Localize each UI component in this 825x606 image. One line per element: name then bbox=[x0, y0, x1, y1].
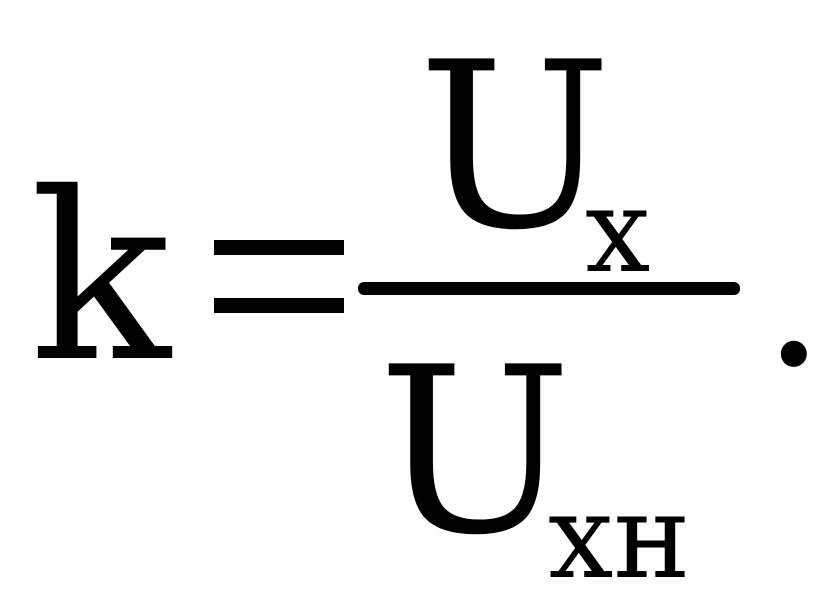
numerator-base: U bbox=[418, 14, 612, 281]
denominator-subscript: xн bbox=[548, 470, 691, 605]
fraction-bar bbox=[358, 282, 740, 295]
numerator-subscript: x bbox=[585, 164, 651, 299]
variable-k: k bbox=[30, 143, 171, 413]
equals-sign-bottom-bar bbox=[214, 298, 344, 313]
period: . bbox=[762, 179, 825, 412]
equals-sign-top-bar bbox=[214, 240, 344, 255]
denominator-base: U bbox=[378, 319, 572, 586]
